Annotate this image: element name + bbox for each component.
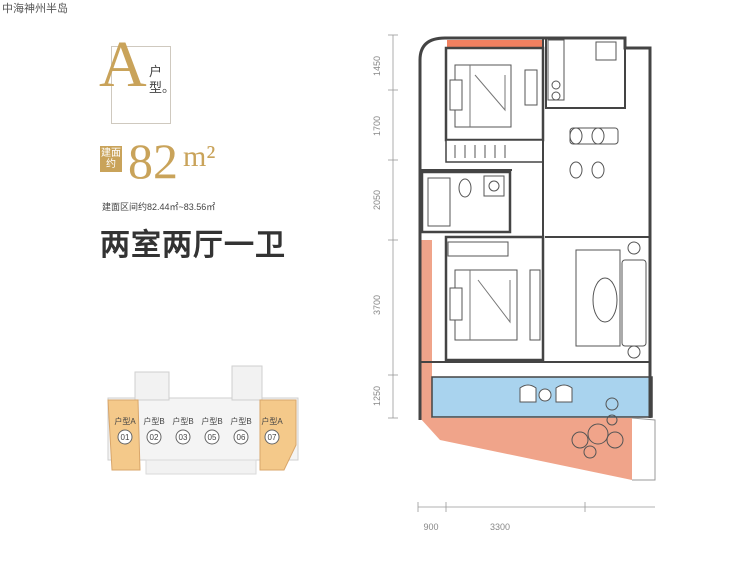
key-plan-unit-marker (146, 429, 162, 445)
coffee-table (592, 277, 618, 323)
window-accent (447, 40, 542, 48)
layout-title: 两室两厅一卫 (100, 229, 286, 262)
bed-2 (454, 269, 518, 341)
area-unit: m² (183, 140, 216, 173)
kitchen (545, 37, 626, 109)
key-plan-unit-type: 户型B (143, 416, 164, 426)
sofa (621, 259, 647, 347)
project-name: 中海神州半岛 (2, 3, 68, 15)
unit-type-badge: A 户型。 (99, 32, 179, 124)
key-plan-unit-type: 户型A (261, 416, 283, 426)
key-plan-unit-type: 户型A (114, 416, 136, 426)
balcony-strip-left (420, 240, 432, 418)
key-plan-unit-marker (117, 429, 133, 445)
balcony-orange (420, 418, 632, 480)
key-plan-unit-number: 03 (179, 433, 188, 442)
dim-2050: 2050 (372, 190, 382, 210)
sink (483, 175, 505, 197)
floor-plan (418, 36, 656, 481)
key-plan-unit-marker (175, 429, 191, 445)
dim-1450: 1450 (372, 56, 382, 76)
area-range: 建面区间约82.44㎡~83.56㎡ (102, 202, 216, 212)
bathroom (420, 170, 512, 234)
key-plan-unit-number: 05 (208, 433, 217, 442)
key-plan-unit-marker (233, 429, 249, 445)
badge-frame (111, 46, 171, 124)
key-plan-unit-marker (264, 429, 280, 445)
dim-900: 900 (423, 522, 438, 532)
key-plan-unit-type: 户型B (230, 416, 251, 426)
dim-1250: 1250 (372, 386, 382, 406)
bed-1 (454, 64, 512, 128)
dim-3300: 3300 (490, 522, 510, 532)
key-plan-unit-number: 06 (237, 433, 246, 442)
key-plan: 户型A 01 户型B 02 户型B 03 户型B 05 户型B 06 户型A 07 (107, 365, 299, 475)
key-plan-unit-type: 户型B (201, 416, 222, 426)
toilet (458, 178, 472, 198)
key-plan-unit-marker (204, 429, 220, 445)
area-label: 建面约 (100, 146, 122, 172)
unit-type-letter: A (99, 28, 147, 101)
dim-3700: 3700 (372, 295, 382, 315)
key-plan-unit-number: 02 (150, 433, 159, 442)
dim-1700: 1700 (372, 116, 382, 136)
key-plan-unit-number: 07 (268, 433, 277, 442)
balcony-plants (571, 423, 624, 459)
area-value: 82 (128, 133, 178, 189)
key-plan-unit-number: 01 (121, 433, 130, 442)
living-rug (575, 249, 621, 347)
dimension-lines (388, 34, 655, 512)
key-plan-unit-type: 户型B (172, 416, 193, 426)
